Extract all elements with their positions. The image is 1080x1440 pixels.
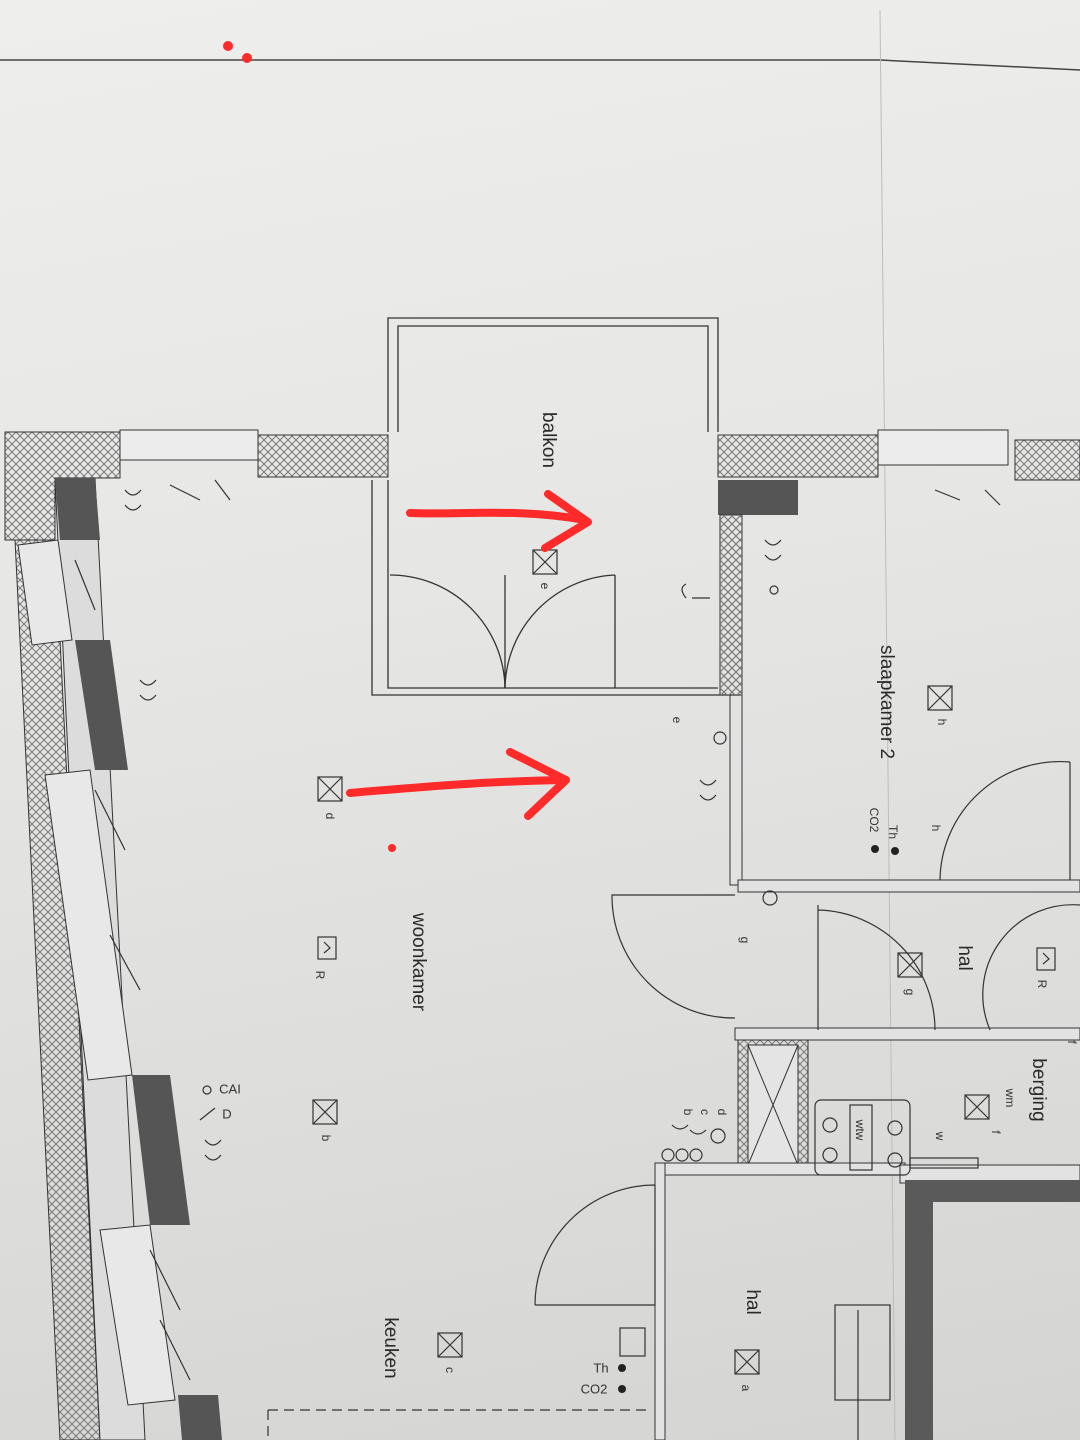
- symbol-label-wtw: wtw: [853, 1119, 867, 1141]
- wall-segment: [720, 515, 742, 695]
- red-arrow-living: [346, 776, 570, 797]
- red-arrow-living-head: [506, 748, 570, 820]
- light-d: [317, 776, 343, 802]
- symbol-label-h-light: h: [935, 718, 949, 726]
- sheet-border: [0, 9, 1080, 1440]
- light-e-balcony: [532, 549, 558, 575]
- red-arrow-balcony-head: [541, 490, 592, 552]
- symbol-label-g-switch: g: [738, 936, 752, 944]
- symbol-label-f-light: f: [989, 1130, 1003, 1134]
- symbol-label-d: d: [323, 812, 337, 820]
- symbol-label-e-balcony: e: [538, 582, 552, 590]
- room-label-berging: berging: [1028, 1058, 1049, 1122]
- light-h: [927, 685, 953, 711]
- light-g: [897, 952, 923, 978]
- symbol-label-switch-b: b: [681, 1108, 695, 1116]
- interior-doors: [534, 760, 1080, 1440]
- symbol-label-Th-keuken: Th: [593, 1360, 609, 1376]
- symbol-label-switch-c: c: [698, 1109, 712, 1115]
- symbol-label-wm: wm: [1003, 1088, 1017, 1108]
- symbol-label-h-switch: h: [929, 824, 943, 832]
- light-c: [437, 1332, 463, 1358]
- red-annotation-arrows: [346, 490, 592, 820]
- light-f: [964, 1094, 990, 1120]
- symbol-label-CO2-slaapkamer: CO2: [867, 807, 881, 833]
- room-label-slaapkamer-2: slaapkamer 2: [876, 644, 897, 760]
- symbol-label-Th-slaapkamer: Th: [886, 824, 900, 840]
- symbol-label-switch-d: d: [715, 1108, 729, 1116]
- sensor-dots: [618, 845, 899, 1393]
- symbol-label-f-top: f: [1065, 1040, 1079, 1044]
- room-label-woonkamer: woonkamer: [408, 912, 429, 1012]
- symbol-label-R-living: R: [313, 970, 327, 980]
- light-b: [312, 1099, 338, 1125]
- symbol-label-D: D: [222, 1106, 232, 1122]
- room-label-hal-bottom: hal: [742, 1289, 763, 1315]
- symbol-label-CAI: CAI: [219, 1081, 241, 1097]
- symbol-label-e-switch: e: [670, 716, 684, 724]
- room-label-balkon: balkon: [538, 412, 559, 468]
- room-label-keuken: keuken: [380, 1317, 401, 1379]
- exterior-walls: [4, 429, 1080, 1440]
- room-label-hal-top: hal: [954, 945, 975, 971]
- symbol-label-R-hal: R: [1035, 979, 1049, 989]
- symbol-label-CO2-keuken: CO2: [580, 1381, 608, 1397]
- symbol-label-b: b: [319, 1134, 333, 1142]
- symbol-label-c: c: [443, 1367, 457, 1373]
- light-a: [734, 1349, 760, 1375]
- red-dots: [223, 41, 396, 852]
- balcony-outline: [371, 317, 740, 696]
- symbol-label-a: a: [739, 1384, 753, 1392]
- symbol-label-w: w: [933, 1131, 947, 1141]
- electrical-symbols: [74, 479, 1056, 1440]
- symbol-label-g-light: g: [903, 988, 917, 996]
- red-arrow-balcony: [406, 508, 589, 524]
